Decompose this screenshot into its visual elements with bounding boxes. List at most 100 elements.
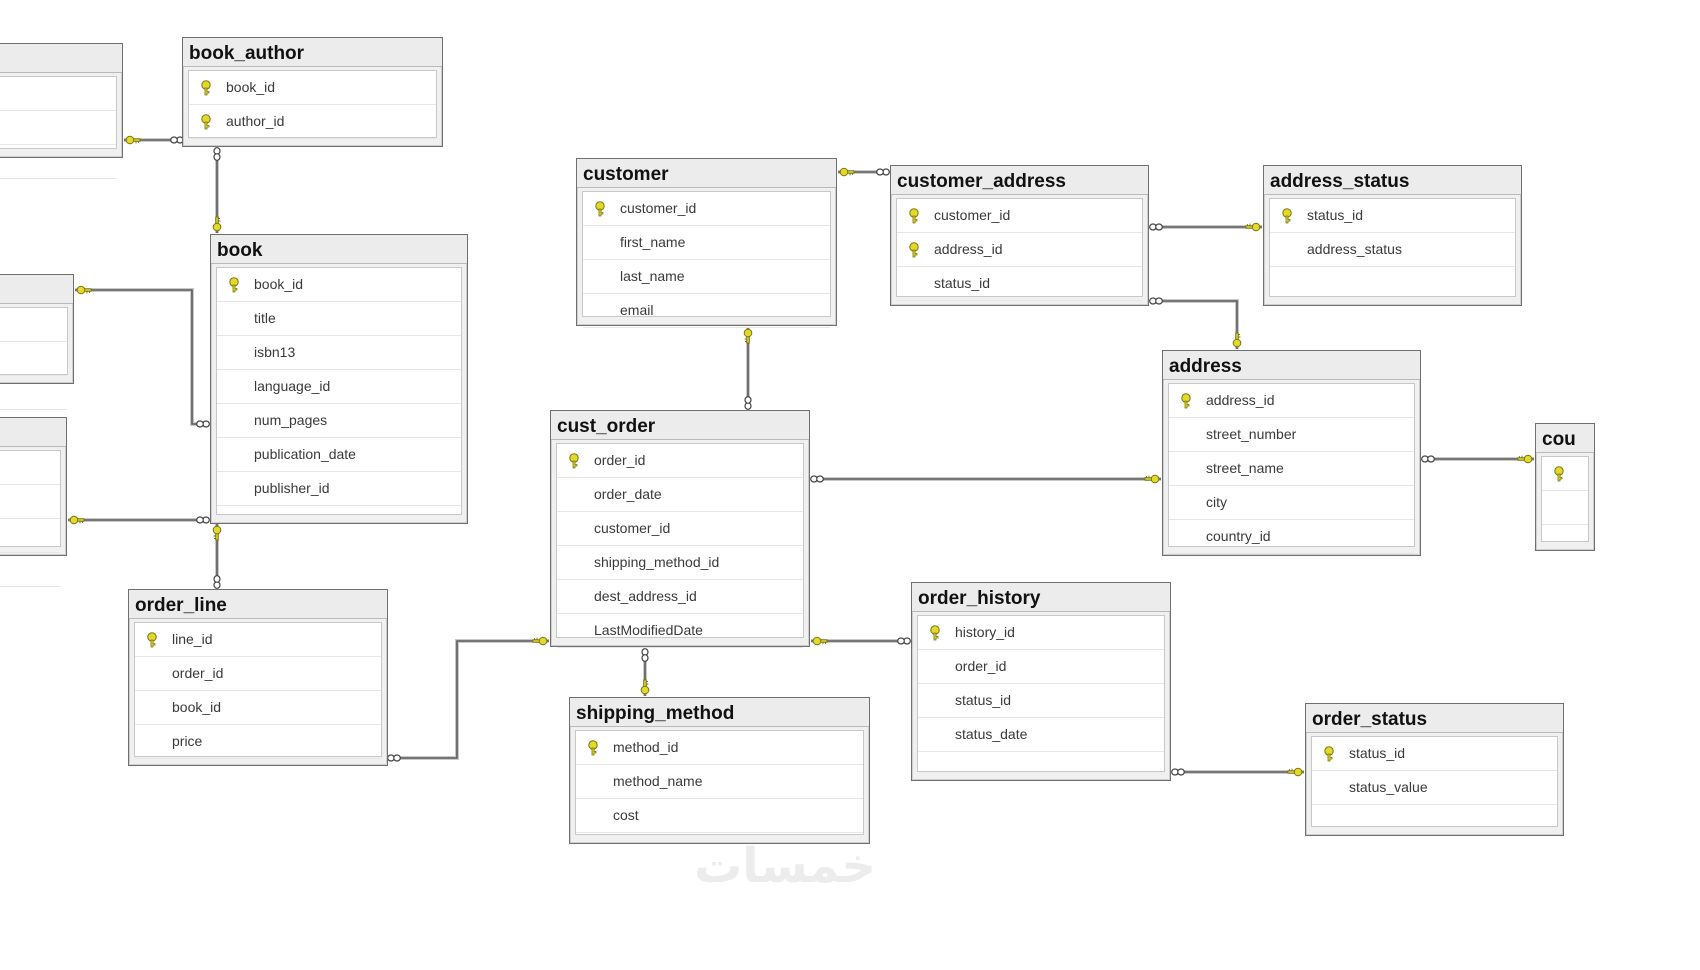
column-name: status_id	[955, 692, 1012, 708]
column-row[interactable]: status_id	[1312, 737, 1557, 771]
primary-key-icon	[227, 277, 241, 293]
column-row[interactable]: country_id	[1169, 520, 1414, 554]
column-row[interactable]: method_name	[576, 765, 863, 799]
relationship-line[interactable]	[124, 135, 184, 145]
column-row[interactable]	[1542, 491, 1588, 525]
relationship-line[interactable]	[75, 285, 210, 428]
column-row[interactable]: customer_id	[897, 199, 1142, 233]
column-row[interactable]: isbn13	[217, 336, 461, 370]
column-row[interactable]: status_date	[918, 718, 1164, 752]
column-row[interactable]: method_id	[576, 731, 863, 765]
column-row[interactable]: publisher_id	[217, 472, 461, 506]
table-partial-low-left[interactable]	[0, 417, 67, 587]
relationship-line[interactable]	[1149, 222, 1262, 232]
table-partial-mid-left[interactable]	[0, 274, 74, 410]
column-row[interactable]	[0, 342, 67, 376]
column-name: address_id	[1206, 392, 1275, 408]
column-row[interactable]: book_id	[135, 691, 381, 725]
column-row[interactable]	[0, 111, 116, 145]
relationship-line[interactable]	[1171, 767, 1304, 777]
column-row[interactable]: publication_date	[217, 438, 461, 472]
column-row[interactable]	[0, 145, 116, 179]
column-row[interactable]: author_id	[189, 105, 436, 139]
column-row[interactable]: last_name	[583, 260, 830, 294]
column-row[interactable]: title	[217, 302, 461, 336]
column-row[interactable]: city	[1169, 486, 1414, 520]
relationship-line[interactable]	[1149, 297, 1242, 349]
column-row[interactable]: status_id	[897, 267, 1142, 301]
column-row[interactable]: order_id	[135, 657, 381, 691]
column-row[interactable]: address_id	[897, 233, 1142, 267]
relationship-line[interactable]	[640, 648, 650, 696]
relationship-line[interactable]	[212, 524, 222, 589]
column-row[interactable]: num_pages	[217, 404, 461, 438]
column-row[interactable]	[1542, 457, 1588, 491]
primary-key-icon	[1280, 208, 1294, 224]
relationship-line[interactable]	[743, 327, 753, 410]
column-row[interactable]	[0, 553, 60, 587]
column-row[interactable]: language_id	[217, 370, 461, 404]
relationship-line[interactable]	[68, 515, 210, 525]
column-row[interactable]: address_status	[1270, 233, 1515, 267]
column-row[interactable]: customer_id	[557, 512, 803, 546]
column-row[interactable]	[0, 308, 67, 342]
table-title: address_status	[1264, 166, 1521, 195]
table-partial-top-left[interactable]	[0, 43, 123, 179]
column-row[interactable]: status_id	[918, 684, 1164, 718]
column-row[interactable]: street_number	[1169, 418, 1414, 452]
column-name: status_value	[1349, 779, 1428, 795]
relationship-line[interactable]	[1421, 454, 1534, 464]
many-marker-icon	[1171, 768, 1185, 776]
column-row[interactable]: line_id	[135, 623, 381, 657]
relationship-line[interactable]	[387, 636, 549, 762]
column-row[interactable]: customer_id	[583, 192, 830, 226]
one-key-marker-icon	[839, 167, 855, 177]
relationship-line[interactable]	[838, 167, 890, 177]
one-key-marker-icon	[1245, 222, 1261, 232]
column-row[interactable]: book_id	[217, 268, 461, 302]
column-row[interactable]: history_id	[918, 616, 1164, 650]
column-row[interactable]: dest_address_id	[557, 580, 803, 614]
table-title: cou	[1536, 424, 1594, 453]
column-row[interactable]	[0, 519, 60, 553]
column-row[interactable]: cost	[576, 799, 863, 833]
column-row[interactable]: LastModifiedDate	[557, 614, 803, 648]
column-row[interactable]: order_date	[557, 478, 803, 512]
column-row[interactable]	[0, 77, 116, 111]
column-name: method_id	[613, 739, 679, 755]
column-row[interactable]	[0, 485, 60, 519]
table-partial-right[interactable]: cou	[1535, 423, 1595, 551]
column-name: order_id	[955, 658, 1007, 674]
column-row[interactable]: price	[135, 725, 381, 759]
column-row[interactable]	[0, 451, 60, 485]
column-row[interactable]: email	[583, 294, 830, 328]
table-columns: status_id status_value	[1311, 736, 1558, 827]
column-row[interactable]: address_id	[1169, 384, 1414, 418]
one-key-marker-icon	[1144, 474, 1160, 484]
column-row[interactable]: first_name	[583, 226, 830, 260]
relationship-line[interactable]	[810, 474, 1161, 484]
column-name: customer_id	[620, 200, 697, 216]
table-title: customer	[577, 159, 836, 188]
column-row[interactable]: status_id	[1270, 199, 1515, 233]
column-row[interactable]: book_id	[189, 71, 436, 105]
relationship-line[interactable]	[811, 636, 911, 646]
column-row[interactable]	[0, 376, 67, 410]
column-row[interactable]: order_id	[557, 444, 803, 478]
column-row[interactable]: shipping_method_id	[557, 546, 803, 580]
column-row[interactable]: status_value	[1312, 771, 1557, 805]
relationship-line[interactable]	[212, 147, 222, 233]
column-row[interactable]: street_name	[1169, 452, 1414, 486]
column-row[interactable]: order_id	[918, 650, 1164, 684]
